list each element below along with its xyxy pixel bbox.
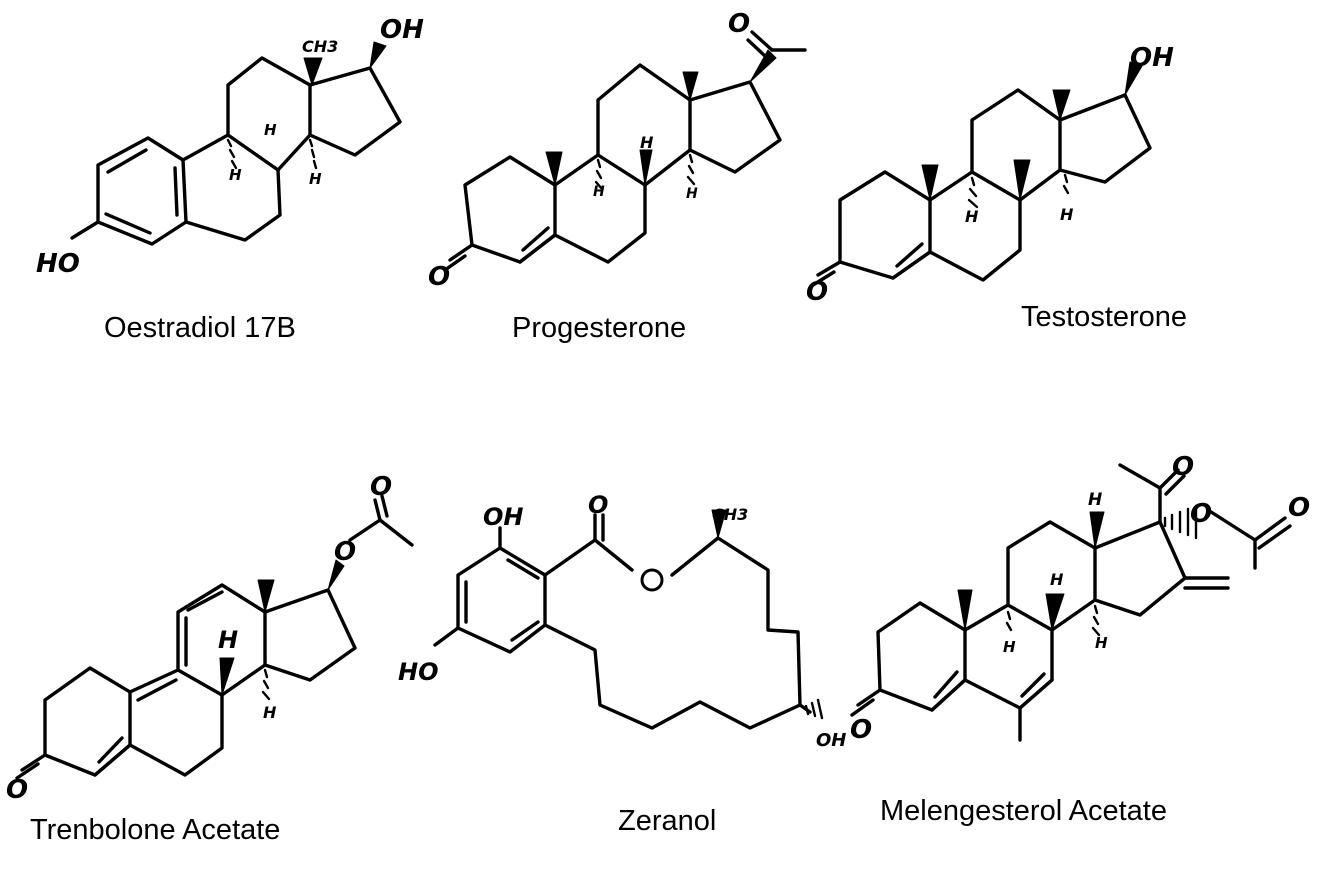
zeranol-oh-label: OH	[816, 730, 846, 751]
testosterone-oh-label: OH	[1130, 43, 1174, 73]
oestradiol-h-label: H	[229, 166, 242, 184]
melengesterol-ketone-o-label: O	[850, 715, 872, 745]
zeranol-caption: Zeranol	[618, 805, 716, 837]
melengesterol-caption: Melengesterol Acetate	[880, 795, 1167, 827]
progesterone-stereo-wedges	[545, 49, 777, 191]
progesterone-h-label: H	[640, 133, 654, 152]
molecule-trenbolone-acetate: O O O H H Trenbolone Acetate	[6, 472, 414, 846]
trenbolone-caption: Trenbolone Acetate	[30, 814, 280, 846]
progesterone-ketone-o-label: O	[428, 262, 450, 292]
oestradiol-oh-label: OH	[380, 15, 424, 45]
oestradiol-stereo-wedges	[226, 41, 387, 170]
testosterone-bonds	[811, 88, 1152, 287]
trenbolone-ester-o-label: O	[334, 537, 356, 567]
oestradiol-ho-label: HO	[36, 249, 80, 279]
molecule-testosterone: O OH H H Testosterone	[806, 43, 1187, 333]
melengesterol-carbonyl-o-label: O	[1288, 493, 1310, 523]
testosterone-h-label: H	[965, 207, 979, 226]
zeranol-ho-label: HO	[398, 658, 439, 686]
progesterone-h-label: H	[686, 186, 698, 202]
melengesterol-acetyl-o-label: O	[1172, 452, 1194, 482]
melengesterol-bonds	[850, 463, 1292, 742]
melengesterol-h-label: H	[1088, 490, 1102, 510]
zeranol-oh-label: OH	[483, 503, 524, 531]
molecule-zeranol: OH HO O CH3 OH Zeranol	[398, 491, 846, 837]
oestradiol-bonds	[70, 56, 402, 246]
testosterone-caption: Testosterone	[1021, 301, 1187, 333]
melengesterol-stereo-wedges	[957, 504, 1198, 637]
trenbolone-carbonyl-o-label: O	[370, 472, 392, 502]
progesterone-h-label: H	[593, 184, 605, 200]
testosterone-h-label: H	[1060, 205, 1074, 224]
zeranol-ch3-label: CH3	[712, 505, 748, 524]
zeranol-ring-o-shape	[640, 568, 664, 592]
trenbolone-h-label: H	[263, 703, 277, 722]
oestradiol-h-label: H	[309, 170, 322, 188]
melengesterol-h-label: H	[1003, 638, 1016, 656]
molecule-oestradiol: HO CH3 OH H H H Oestradiol 17B	[36, 15, 424, 344]
trenbolone-ketone-o-label: O	[6, 775, 28, 805]
trenbolone-h-label: H	[218, 626, 238, 654]
zeranol-carbonyl-o-label: O	[588, 491, 608, 519]
progesterone-bonds	[443, 30, 807, 272]
trenbolone-stereo-wedges	[219, 559, 345, 701]
oestradiol-caption: Oestradiol 17B	[104, 312, 296, 344]
zeranol-stereo-wedges	[711, 509, 824, 720]
progesterone-caption: Progesterone	[512, 312, 686, 344]
molecule-progesterone: O O H H H Progesterone	[428, 9, 807, 344]
melengesterol-h-label: H	[1095, 634, 1108, 652]
progesterone-acetyl-o-label: O	[728, 9, 750, 39]
melengesterol-ester-o-label: O	[1190, 499, 1212, 529]
melengesterol-h-label: H	[1050, 570, 1064, 589]
zeranol-bonds	[433, 513, 812, 730]
oestradiol-h-label: H	[264, 121, 277, 139]
testosterone-ketone-o-label: O	[806, 277, 828, 307]
trenbolone-bonds	[15, 494, 414, 780]
molecule-melengesterol-acetate: O O O O H H H H Melengesterol Acetate	[850, 452, 1310, 827]
testosterone-stereo-wedges	[921, 61, 1143, 209]
oestradiol-ch3-label: CH3	[302, 37, 338, 56]
